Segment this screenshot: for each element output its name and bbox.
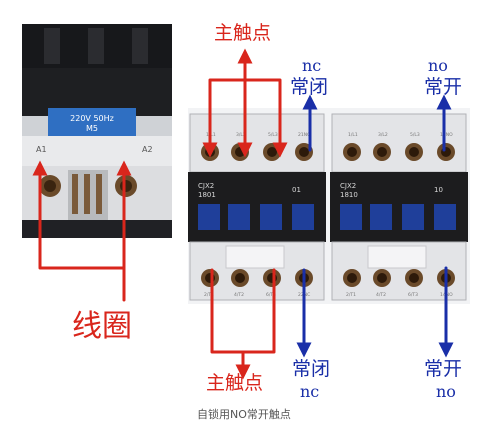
c01-top-terminal-2: 3/L2 bbox=[236, 132, 246, 138]
c10-bottom-terminal-3: 6/T3 bbox=[408, 292, 418, 298]
nc-bottom-en-label: nc bbox=[300, 382, 320, 401]
main-contacts-bottom-bracket bbox=[210, 268, 276, 354]
contactor-10-model: CJX2 bbox=[340, 182, 356, 190]
rating-line2: M5 bbox=[86, 124, 98, 133]
figure-caption: 自锁用NO常开触点 bbox=[197, 408, 291, 421]
c10-bottom-terminal-1: 2/T1 bbox=[346, 292, 356, 298]
c10-top-terminal-3: 5/L3 bbox=[410, 132, 420, 138]
c01-bottom-terminal-1: 2/T1 bbox=[204, 292, 214, 298]
c01-top-terminal-4: 21NC bbox=[298, 132, 310, 138]
c10-bottom-terminal-2: 4/T2 bbox=[376, 292, 386, 298]
c01-top-terminal-3: 5/L3 bbox=[268, 132, 278, 138]
no-top-cn-label: 常开 bbox=[424, 76, 463, 98]
c01-bottom-terminal-2: 4/T2 bbox=[234, 292, 244, 298]
contactor-10-aux-code: 10 bbox=[434, 186, 443, 194]
c10-top-terminal-1: 1/L1 bbox=[348, 132, 358, 138]
contactor-01: CJX2 1801 01 1/L1 3/L2 5/L3 21NC 2/T1 4/… bbox=[188, 113, 326, 301]
rating-line1: 220V 50Hz bbox=[70, 114, 114, 123]
terminal-a1-label: A1 bbox=[36, 145, 47, 154]
no-bottom-cn-label: 常开 bbox=[424, 358, 463, 380]
contactor-10-submodel: 1810 bbox=[340, 191, 358, 199]
contactor-01-submodel: 1801 bbox=[198, 191, 216, 199]
coil-bracket bbox=[38, 178, 126, 270]
nc-top-cn-label: 常闭 bbox=[290, 76, 329, 98]
coil-label: 线圈 bbox=[72, 309, 132, 344]
c01-bottom-terminal-3: 6/T3 bbox=[266, 292, 276, 298]
main-contacts-bottom-label: 主触点 bbox=[206, 372, 264, 394]
contactor-01-model: CJX2 bbox=[198, 182, 214, 190]
nc-bottom-cn-label: 常闭 bbox=[292, 358, 331, 380]
coil-photo: 220V 50Hz M5 A1 A2 bbox=[22, 24, 172, 238]
main-contacts-top-label: 主触点 bbox=[214, 22, 272, 44]
nc-top-en-label: nc bbox=[302, 56, 322, 75]
no-top-en-label: no bbox=[428, 56, 448, 75]
terminal-a2-label: A2 bbox=[142, 145, 153, 154]
contactor-01-aux-code: 01 bbox=[292, 186, 301, 194]
c10-top-terminal-2: 3/L2 bbox=[378, 132, 388, 138]
c10-top-terminal-4: 13NO bbox=[440, 132, 453, 138]
no-bottom-en-label: no bbox=[436, 382, 456, 401]
